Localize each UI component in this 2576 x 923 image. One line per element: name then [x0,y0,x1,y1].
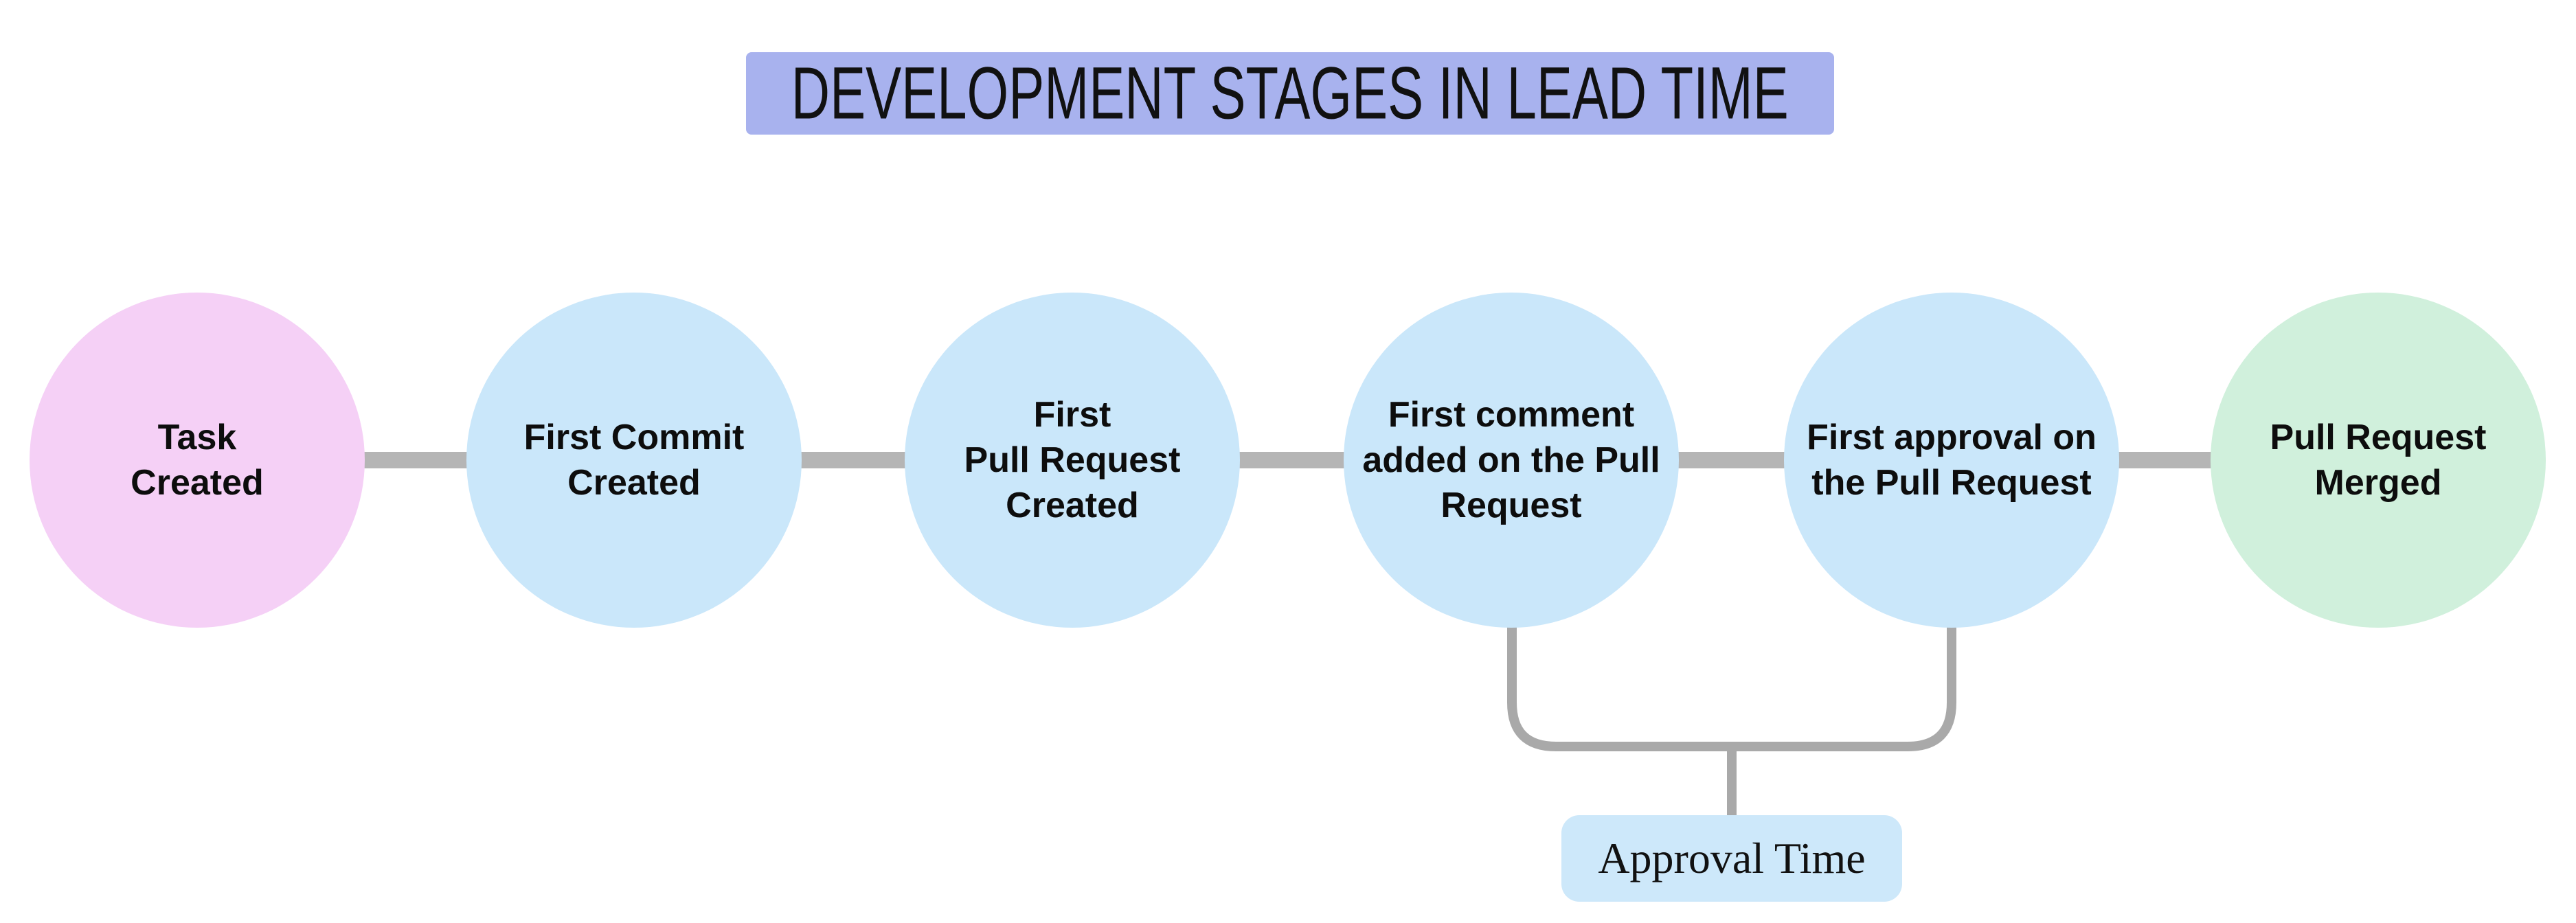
stage-label: First comment added on the Pull Request [1362,395,1660,525]
stage-label: First Commit Created [523,418,745,503]
stage-circle-pull-request-merged: Pull Request Merged [2211,293,2546,628]
approval-time-label: Approval Time [1561,815,1902,902]
title-banner: DEVELOPMENT STAGES IN LEAD TIME [746,52,1834,135]
stage-label: Pull Request Merged [2270,418,2487,503]
approval-time-text: Approval Time [1598,834,1866,882]
stage-circle-first-approval: First approval on the Pull Request [1784,293,2119,628]
stage-circle-first-pull-request-created: First Pull Request Created [905,293,1240,628]
page-title: DEVELOPMENT STAGES IN LEAD TIME [791,51,1789,135]
stage-label: Task Created [131,418,264,503]
bracket-curve [1507,622,1956,751]
stage-label: First approval on the Pull Request [1807,418,2097,503]
stage-circle-first-comment-added: First comment added on the Pull Request [1344,293,1679,628]
stage-circle-task-created: Task Created [30,293,365,628]
stage-label: First Pull Request Created [964,395,1181,525]
stage-circle-first-commit-created: First Commit Created [466,293,802,628]
